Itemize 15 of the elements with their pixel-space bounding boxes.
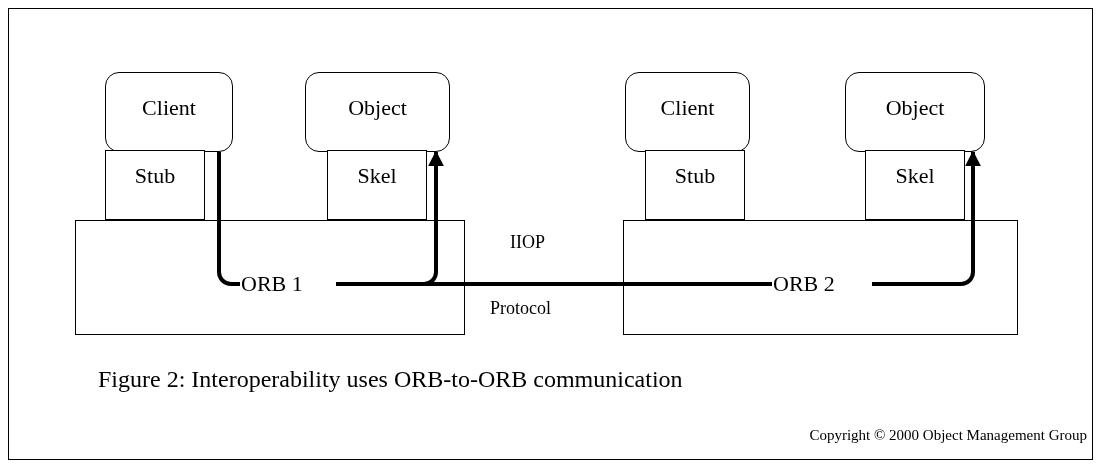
copyright-note: Copyright © 2000 Object Management Group — [809, 427, 1087, 444]
component-box: Client — [625, 72, 750, 152]
interface-box: Skel — [865, 150, 965, 220]
arrow — [872, 150, 981, 286]
component-box: Object — [845, 72, 985, 152]
figure-caption: Figure 2: Interoperability uses ORB-to-ORB communication — [98, 366, 683, 393]
orb-label: ORB 1 — [241, 271, 337, 299]
interface-box: Stub — [645, 150, 745, 220]
interface-box: Stub — [105, 150, 205, 220]
component-box: Object — [305, 72, 450, 152]
component-box: Client — [105, 72, 233, 152]
orb-box — [623, 220, 1018, 335]
orb-box — [75, 220, 465, 335]
orb-label: ORB 2 — [773, 271, 873, 299]
interface-box: Skel — [327, 150, 427, 220]
